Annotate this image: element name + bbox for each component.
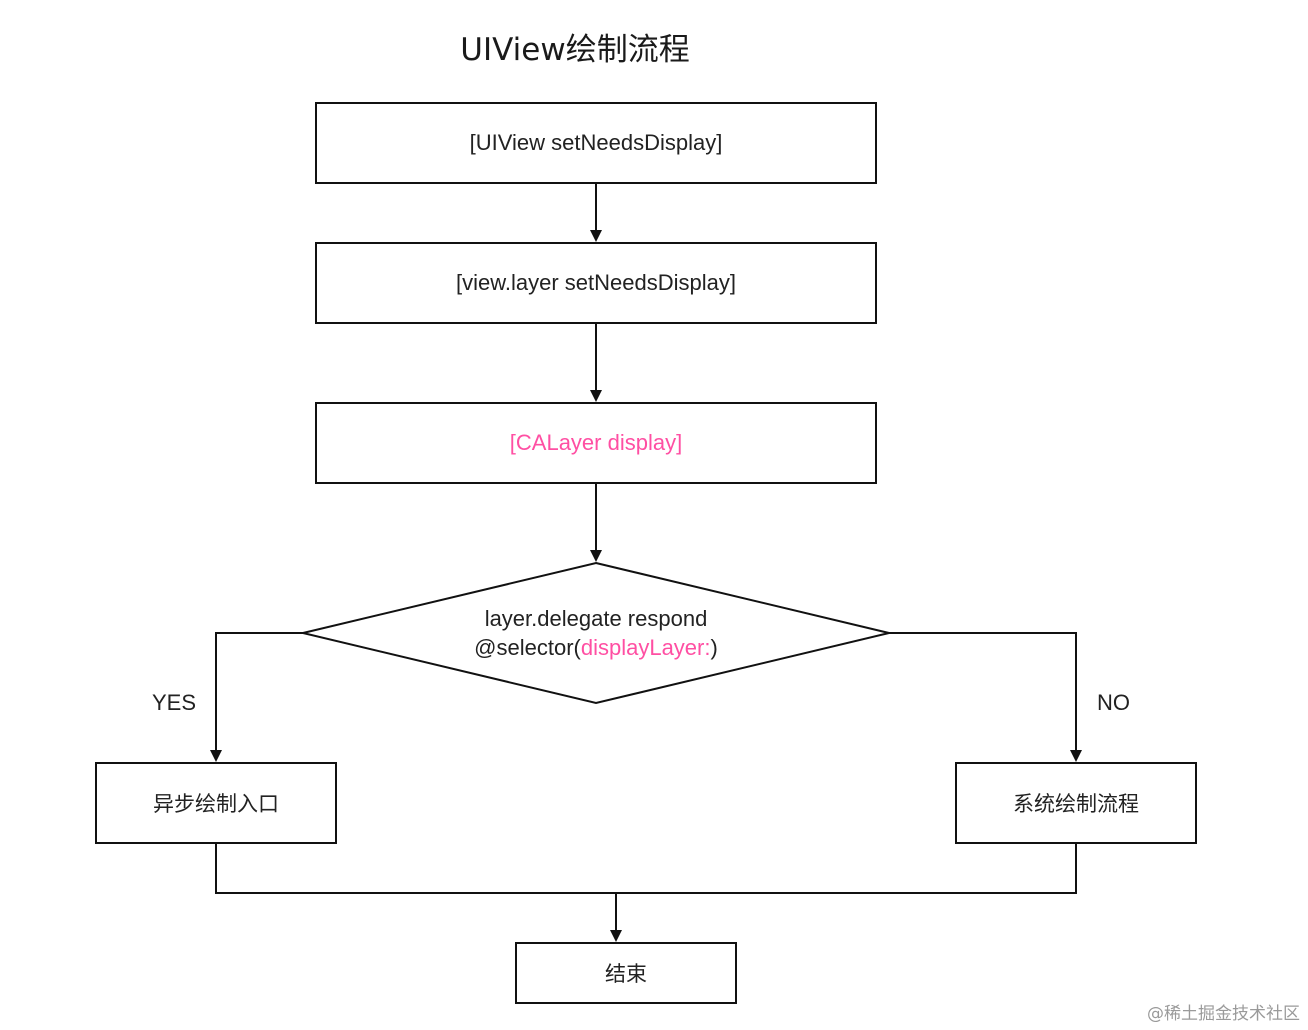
decision-selector-suffix: )	[710, 635, 718, 660]
decision-text: layer.delegate respond @selector(display…	[396, 604, 796, 662]
merge-line-yes	[215, 844, 1077, 894]
decision-diamond	[302, 561, 890, 705]
node-uiview-setneedsdisplay: [UIView setNeedsDisplay]	[315, 102, 877, 184]
node-label: [UIView setNeedsDisplay]	[469, 130, 723, 155]
node-layer-setneedsdisplay: [view.layer setNeedsDisplay]	[315, 242, 877, 324]
watermark: @稀土掘金技术社区	[1147, 1004, 1300, 1024]
edge-label-yes: YES	[152, 690, 197, 715]
node-end: 结束	[515, 942, 737, 1004]
decision-selector-name: displayLayer:	[580, 635, 711, 660]
edge-label-no: NO	[1097, 690, 1130, 715]
arrow-no-branch	[889, 632, 1082, 762]
decision-selector-prefix: @selector(	[474, 635, 581, 660]
node-label: 结束	[605, 962, 647, 986]
diagram-title: UIView绘制流程	[460, 32, 690, 68]
node-label-highlighted: [CALayer display]	[509, 430, 683, 455]
arrow-yes-branch	[210, 632, 303, 762]
node-label: 异步绘制入口	[153, 792, 279, 816]
node-system-draw-flow: 系统绘制流程	[955, 762, 1197, 844]
node-label: 系统绘制流程	[1013, 792, 1139, 816]
node-calayer-display: [CALayer display]	[315, 402, 877, 484]
decision-line-1: layer.delegate respond	[484, 606, 708, 631]
decision-line-2: @selector(displayLayer:)	[396, 633, 796, 662]
node-async-draw-entry: 异步绘制入口	[95, 762, 337, 844]
node-label: [view.layer setNeedsDisplay]	[455, 270, 736, 295]
